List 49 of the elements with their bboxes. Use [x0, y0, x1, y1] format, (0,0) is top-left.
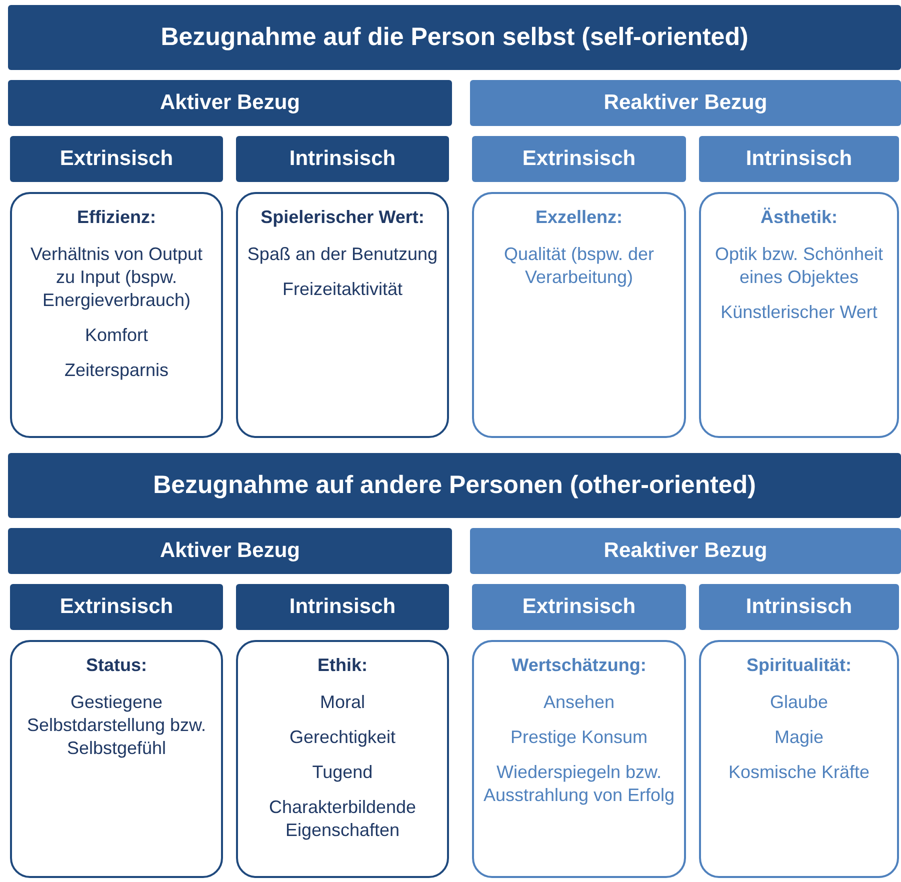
- card-heading: Spiritualität:: [745, 654, 852, 677]
- section-banner: Bezugnahme auf andere Personen (other-oriented): [8, 453, 901, 518]
- header-bar: Intrinsisch: [236, 136, 449, 182]
- header-bar: Aktiver Bezug: [8, 80, 452, 126]
- category-card: [699, 192, 899, 438]
- card-item: Gerechtigkeit: [288, 726, 397, 749]
- card-item: Spaß an der Benutzung: [246, 243, 439, 266]
- card-heading: Ästhetik:: [759, 206, 838, 229]
- card-item: Künstlerischer Wert: [720, 301, 878, 324]
- header-bar: Extrinsisch: [10, 136, 223, 182]
- card-item: Ansehen: [542, 691, 616, 714]
- header-bar: Intrinsisch: [236, 584, 449, 630]
- card-item: Glaube: [768, 691, 830, 714]
- card-item: Verhältnis von Output zu Input (bspw. Energieverbrauch): [29, 243, 204, 312]
- category-card: [236, 640, 449, 878]
- card-heading: Exzellenz:: [534, 206, 624, 229]
- card-heading: Effizienz:: [76, 206, 157, 229]
- card-item: Optik bzw. Schönheit eines Objektes: [714, 243, 884, 289]
- card-heading: Ethik:: [316, 654, 368, 677]
- card-item: Kosmische Kräfte: [727, 761, 871, 784]
- card-item: Charakterbildende Eigenschaften: [268, 796, 418, 842]
- card-item: Qualität (bspw. der Verarbeitung): [502, 243, 656, 289]
- card-heading: Spielerischer Wert:: [260, 206, 426, 229]
- header-bar: Reaktiver Bezug: [470, 528, 901, 574]
- category-card: [10, 192, 223, 438]
- header-bar: Intrinsisch: [699, 136, 899, 182]
- card-heading: Wertschätzung:: [510, 654, 648, 677]
- category-card: [699, 640, 899, 878]
- category-card: [236, 192, 449, 438]
- card-item: Wiederspiegeln bzw. Ausstrahlung von Erfolg: [482, 761, 676, 807]
- header-bar: Aktiver Bezug: [8, 528, 452, 574]
- card-item: Komfort: [84, 324, 150, 347]
- card-item: Magie: [773, 726, 825, 749]
- header-bar: Extrinsisch: [10, 584, 223, 630]
- header-bar: Extrinsisch: [472, 584, 686, 630]
- header-bar: Extrinsisch: [472, 136, 686, 182]
- card-item: Freizeitaktivität: [281, 278, 404, 301]
- card-item: Prestige Konsum: [509, 726, 649, 749]
- card-item: Zeitersparnis: [63, 359, 170, 382]
- card-item: Tugend: [311, 761, 374, 784]
- card-heading: Status:: [84, 654, 148, 677]
- category-card: [472, 192, 686, 438]
- section-banner: Bezugnahme auf die Person selbst (self-oriented): [8, 5, 901, 70]
- card-item: Gestiegene Selbstdarstellung bzw. Selbstgefühl: [26, 691, 208, 760]
- header-bar: Reaktiver Bezug: [470, 80, 901, 126]
- category-card: [472, 640, 686, 878]
- card-item: Moral: [318, 691, 366, 714]
- category-card: [10, 640, 223, 878]
- header-bar: Intrinsisch: [699, 584, 899, 630]
